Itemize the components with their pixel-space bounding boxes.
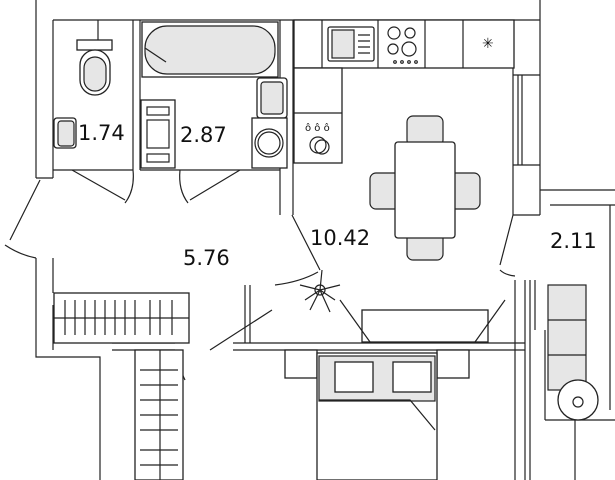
- area-label-bathroom: 2.87: [180, 123, 227, 147]
- area-label-toilet: 1.74: [78, 121, 125, 145]
- bed: [284, 349, 470, 480]
- plant-icon: [299, 269, 341, 313]
- kitchen-fixtures: ✳ ô ô ô: [293, 19, 515, 164]
- wardrobe: [53, 292, 190, 480]
- doors: [4, 169, 516, 381]
- svg-text:ô ô ô: ô ô ô: [305, 122, 330, 134]
- area-label-balcony: 2.11: [550, 229, 597, 253]
- toilet-fixture: [53, 20, 113, 149]
- dining-table: [369, 115, 481, 261]
- balcony-furniture: [547, 284, 599, 421]
- area-label-hallway: 5.76: [183, 246, 230, 270]
- living-fixtures: [299, 269, 506, 343]
- area-label-kitchen: 10.42: [310, 226, 370, 250]
- bathroom-fixtures: [140, 21, 288, 169]
- freezer-icon: ✳: [482, 36, 494, 52]
- area-labels: 1.74 2.87 5.76 10.42 2.11: [78, 121, 597, 270]
